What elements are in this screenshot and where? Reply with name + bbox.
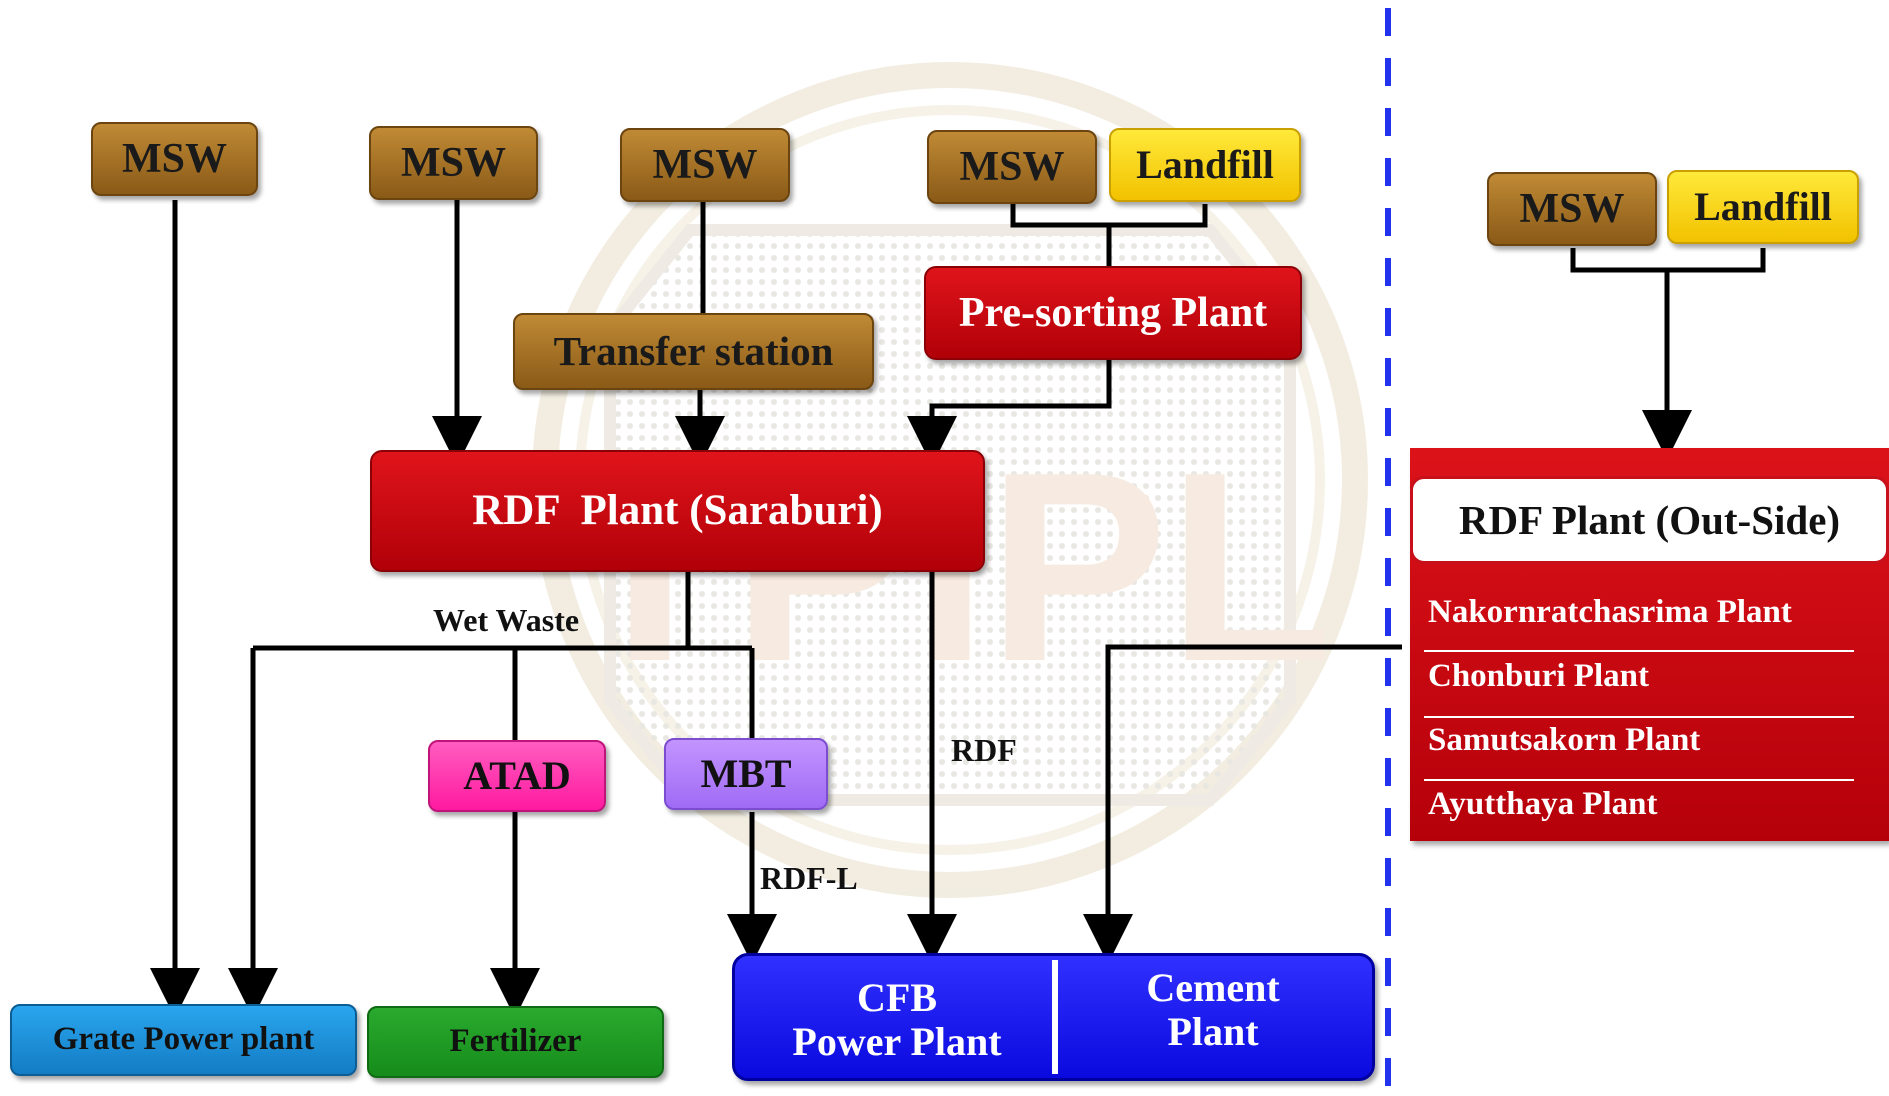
- plant-separator: [1424, 779, 1854, 781]
- landfill-box-1: Landfill: [1109, 128, 1301, 202]
- mbt-box: MBT: [664, 738, 828, 810]
- cfb-cement-divider: [1052, 960, 1058, 1074]
- atad-box: ATAD: [428, 740, 606, 812]
- bracket-msw5-landfill2: [1570, 248, 1766, 273]
- cfb-power-plant-label: CFB Power Plant: [742, 976, 1052, 1064]
- mbt-label: MBT: [700, 751, 792, 796]
- presorting-plant-box: Pre-sorting Plant: [924, 266, 1302, 360]
- outside-plant-item: Chonburi Plant: [1428, 658, 1649, 694]
- msw-box-1: MSW: [91, 122, 258, 196]
- rdf-label: RDF: [951, 732, 1017, 768]
- outside-plant-item: Nakornratchasrima Plant: [1428, 594, 1792, 630]
- msw-label: MSW: [1519, 185, 1625, 232]
- transfer-station-box: Transfer station: [513, 313, 874, 390]
- cfb-line2: Power Plant: [792, 1019, 1002, 1064]
- msw-label: MSW: [959, 143, 1065, 190]
- rdf-plant-outside-box: RDF Plant (Out-Side): [1410, 476, 1889, 564]
- rdf-plant-outside-label: RDF Plant (Out-Side): [1458, 497, 1841, 543]
- msw-label: MSW: [122, 135, 227, 182]
- msw-box-5: MSW: [1487, 172, 1657, 246]
- msw-box-2: MSW: [369, 126, 538, 200]
- msw-box-3: MSW: [620, 128, 790, 202]
- rdf-plant-saraburi-box: RDF Plant (Saraburi): [370, 450, 985, 572]
- grate-power-plant-box: Grate Power plant: [10, 1004, 357, 1076]
- arrow-presorting-to-rdf: [907, 360, 1112, 466]
- plant-separator: [1424, 716, 1854, 718]
- arrow-outside-to-cement: [1083, 644, 1402, 964]
- wet-waste-label: Wet Waste: [433, 602, 580, 638]
- outside-plant-item: Ayutthaya Plant: [1428, 786, 1658, 822]
- landfill-box-2: Landfill: [1667, 170, 1859, 244]
- landfill-label: Landfill: [1694, 184, 1832, 229]
- plant-separator: [1424, 650, 1854, 652]
- grate-power-plant-label: Grate Power plant: [52, 1021, 315, 1058]
- atad-label: ATAD: [463, 753, 571, 798]
- presorting-plant-label: Pre-sorting Plant: [958, 289, 1268, 336]
- connectors: [150, 200, 1766, 1018]
- landfill-label: Landfill: [1136, 142, 1274, 187]
- fertilizer-label: Fertilizer: [449, 1023, 582, 1060]
- outside-plant-item: Samutsakorn Plant: [1428, 722, 1701, 758]
- transfer-station-label: Transfer station: [553, 327, 834, 374]
- cfb-line1: CFB: [857, 975, 937, 1020]
- bracket-msw4-landfill1: [1010, 204, 1208, 228]
- cement-plant-label: Cement Plant: [1058, 966, 1368, 1054]
- fertilizer-box: Fertilizer: [367, 1006, 664, 1078]
- rdf-plant-saraburi-label: RDF Plant (Saraburi): [472, 487, 883, 535]
- cement-line2: Plant: [1167, 1009, 1259, 1054]
- msw-label: MSW: [401, 139, 506, 186]
- msw-box-4: MSW: [927, 130, 1097, 204]
- rdf-l-label: RDF-L: [760, 860, 858, 896]
- msw-label: MSW: [652, 141, 758, 188]
- cement-line1: Cement: [1146, 965, 1280, 1010]
